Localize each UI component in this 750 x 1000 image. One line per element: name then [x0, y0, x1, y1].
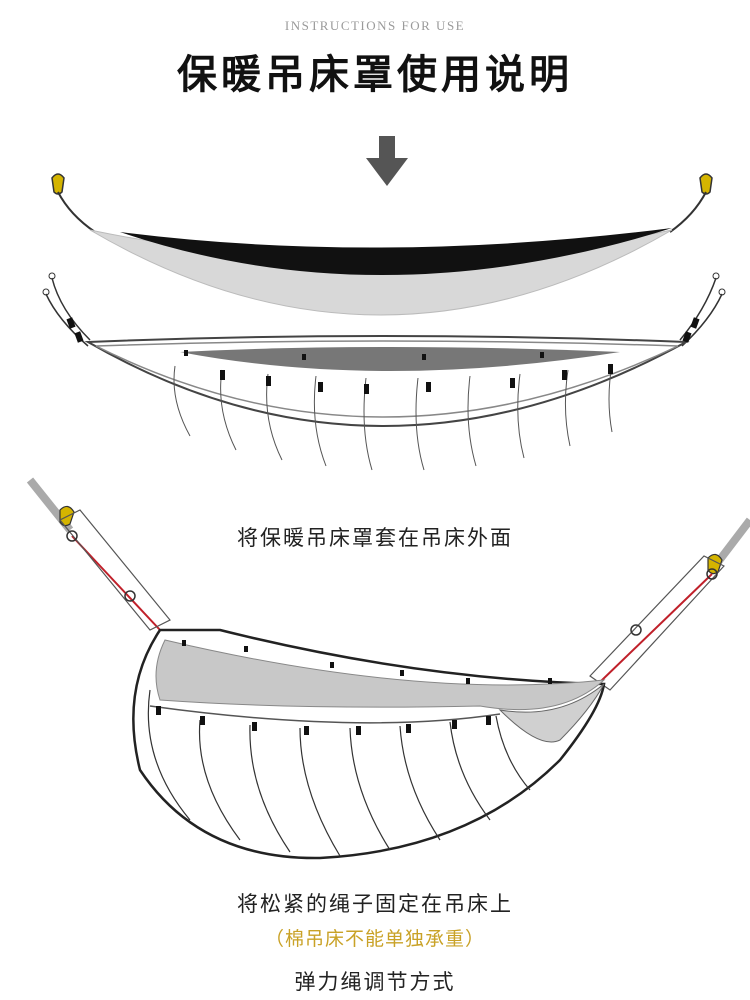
load-bearing-note: （棉吊床不能单独承重）	[264, 928, 485, 950]
hammock	[51, 173, 713, 316]
assembled-hammock-illustration	[26, 477, 750, 860]
subtitle: INSTRUCTIONS FOR USE	[284, 18, 466, 33]
page-title: 保暖吊床罩使用说明	[177, 51, 573, 98]
step3-caption: 弹力绳调节方式	[294, 970, 456, 994]
underquilt	[42, 272, 726, 471]
step2-caption: 将松紧的绳子固定在吊床上	[237, 892, 513, 916]
down-arrow-icon	[366, 136, 408, 186]
step1-caption: 将保暖吊床罩套在吊床外面	[237, 526, 513, 550]
hammock-and-underquilt-illustration	[42, 173, 726, 471]
